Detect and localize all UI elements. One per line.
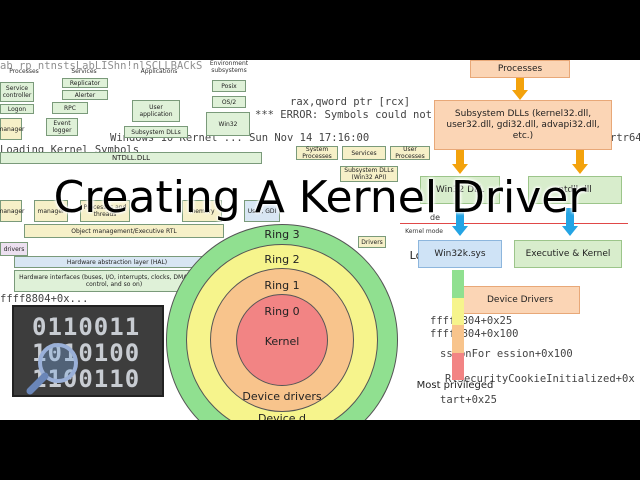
arrow-down-icon — [512, 78, 528, 100]
flow-box-win32k: Win32k.sys — [418, 240, 502, 268]
debugger-line: ffff8804+0x100 — [430, 328, 519, 340]
arch-box-os2: OS/2 — [212, 96, 246, 108]
arch-label-env-subsystems: Environment subsystems — [209, 60, 249, 74]
arch-box-alerter: Alerter — [62, 90, 108, 100]
debugger-line: ffff8804+0x25 — [430, 315, 513, 327]
ring-0-label: Ring 0 — [264, 305, 300, 318]
ring-0 — [236, 294, 328, 386]
arch-label-processes: Processes — [9, 68, 39, 75]
flow-box-device-drivers: Device Drivers — [460, 286, 580, 314]
debugger-line: tart+0x25 — [440, 394, 497, 406]
debugger-line: ffff8804+0x... — [0, 293, 89, 305]
arrow-down-icon — [572, 150, 588, 174]
arch-box-event-logger: Event logger — [46, 118, 78, 136]
arch-box-posix: Posix — [212, 80, 246, 92]
thumbnail-stage: ab rp ntnstsLabLIShn!nlSCLLBACkS rax,qwo… — [0, 60, 640, 420]
flow-label-most-privileged: Most privileged — [416, 379, 494, 391]
arch-box-user-gdi: User, GDI — [244, 200, 280, 222]
arch-box-replicator: Replicator — [62, 78, 108, 88]
mid-label-kernel-mode: Kernel mode — [405, 228, 443, 235]
magnifier-icon — [26, 343, 78, 395]
flow-box-win32-dll: Win32 DLL — [420, 176, 500, 204]
arrow-down-icon — [452, 150, 468, 174]
binary-row: 0110011 — [32, 313, 141, 341]
arrow-down-icon — [562, 208, 578, 236]
debugger-line: rtr64 — [610, 132, 640, 144]
debugger-line: RlSecurityCookieInitialized+0x — [445, 373, 635, 385]
arch-label-applications: Applications — [140, 68, 178, 75]
flow-label-mode: de — [430, 213, 440, 222]
arch-label-services: Services — [71, 68, 97, 75]
binary-row: 1010100 — [32, 339, 141, 367]
kernel-label: Kernel — [264, 335, 300, 348]
arch-box-manager-2: manager — [34, 200, 68, 222]
arrow-down-icon — [452, 208, 468, 236]
outer-ring-label: Device d — [257, 412, 307, 420]
arch-box-processes-threads: Processes and threads — [80, 200, 130, 222]
mid-box-user-processes: User Processes — [390, 146, 430, 160]
binary-magnifier-logo: 0110011 1010100 1100110 — [12, 305, 164, 397]
ring-3-label: Ring 3 — [264, 228, 300, 241]
ring-1-label: Ring 1 — [264, 279, 300, 292]
debugger-line: ssionFor ession+0x100 — [440, 348, 573, 360]
mid-label-lo: Lo — [409, 248, 423, 262]
flow-box-ntdll: ntdll.dll — [528, 176, 622, 204]
privilege-bar — [452, 270, 464, 380]
mid-box-services: Services — [342, 146, 386, 160]
flow-box-processes: Processes — [470, 60, 570, 78]
arch-box-manager: manager — [0, 200, 24, 222]
arch-box-memory: memory — [182, 200, 222, 222]
arch-box-subsystem-dlls: Subsystem DLLs — [124, 126, 188, 138]
debugger-line: ab rp ntnstsLabLIShn!nlSCLLBACkS — [0, 60, 203, 72]
debugger-line: rax,qword ptr [rcx] — [290, 96, 411, 108]
video-title: Creating A Kernel Driver — [53, 172, 587, 223]
arch-box-user-application: User application — [132, 100, 180, 122]
arch-box-logon: Logon — [0, 104, 34, 114]
device-drivers-label: Device drivers — [242, 390, 322, 403]
mid-box-system-processes: System Processes — [296, 146, 338, 160]
flow-box-subsystem-dlls: Subsystem DLLs (kernel32.dll, user32.dll… — [434, 100, 612, 150]
flow-box-exec-kernel: Executive & Kernel — [514, 240, 622, 268]
arch-box-manager-top: manager — [0, 118, 24, 140]
arch-box-service-controller: Service controller — [0, 82, 34, 102]
kernel-boundary-line — [400, 223, 628, 224]
ring-2-label: Ring 2 — [264, 253, 300, 266]
arch-box-hal: Hardware abstraction layer (HAL) — [14, 256, 220, 268]
arch-box-drivers: drivers — [0, 242, 28, 256]
arch-box-ntdll: NTDLL.DLL — [0, 152, 262, 164]
arch-box-object-mgmt: Object management/Executive RTL — [24, 224, 224, 238]
mid-box-drivers: Drivers — [358, 236, 386, 248]
arch-box-win32: Win32 — [206, 112, 250, 136]
mid-box-subsystem-dlls: Subsystem DLLs (Win32 API) — [340, 166, 398, 182]
arch-box-rpc: RPC — [52, 102, 88, 114]
